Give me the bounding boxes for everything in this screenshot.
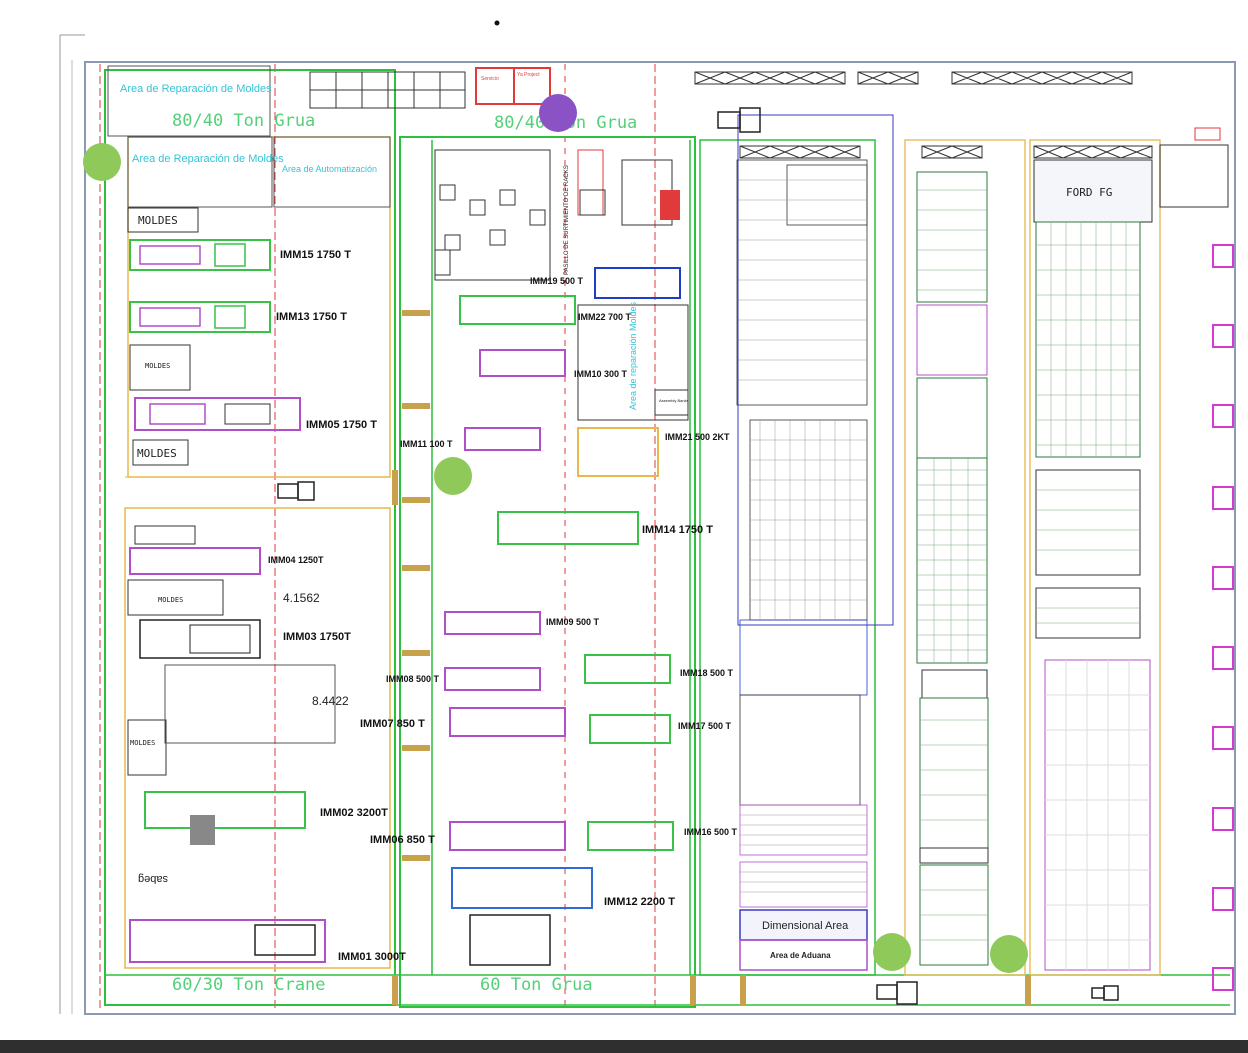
label-imm12: IMM12 2200 T <box>604 896 675 908</box>
label-imm02: IMM02 3200T <box>320 807 388 819</box>
label-imm05: IMM05 1750 T <box>306 419 377 431</box>
machine-imm01 <box>129 919 326 963</box>
label-imm06: IMM06 850 T <box>370 834 435 846</box>
machine-imm11 <box>464 427 541 451</box>
label-imm09: IMM09 500 T <box>546 617 600 627</box>
marker-green-4 <box>990 935 1028 973</box>
crane-label-top-left: 80/40 Ton Grua <box>172 111 315 131</box>
label-imm19: IMM19 500 T <box>530 276 584 286</box>
machine-imm05 <box>134 397 301 431</box>
repair-area-left <box>127 136 273 208</box>
storage-rack-grid-1 <box>737 179 867 893</box>
machine-imm17 <box>589 714 671 744</box>
overlay-blue-frame <box>737 114 894 626</box>
machine-imm02 <box>144 791 306 845</box>
label-imm03: IMM03 1750T <box>283 631 351 643</box>
label-imm16: IMM16 500 T <box>684 827 738 837</box>
marker-green-3 <box>873 933 911 971</box>
moldes-label-5: MOLDES <box>130 739 155 747</box>
office-service-label: Servicio <box>481 76 499 82</box>
forklift-icons <box>277 107 1119 1005</box>
machine-imm21 <box>577 427 659 477</box>
label-imm17: IMM17 500 T <box>678 721 732 731</box>
dimension-label-1: 4.1562 <box>283 591 320 605</box>
label-imm10: IMM10 300 T <box>574 369 628 379</box>
mold-repair-vertical-area <box>577 304 689 421</box>
racks-area-center <box>434 149 551 281</box>
label-imm08: IMM08 500 T <box>386 674 440 684</box>
storage-rack-column-1 <box>736 159 868 908</box>
marker-green-1 <box>83 143 121 181</box>
machine-imm16 <box>587 821 674 851</box>
layout-box <box>164 664 336 744</box>
label-imm04: IMM04 1250T <box>268 555 324 565</box>
pages-label: sabeg <box>138 873 168 885</box>
machine-imm13 <box>129 301 271 333</box>
customs-area <box>739 939 868 971</box>
machine-imm22 <box>459 295 576 325</box>
machine-imm18 <box>584 654 671 684</box>
dimensional-area-label: Dimensional Area <box>762 920 849 932</box>
repair-area-top-label: Area de Reparación de Moldes <box>120 83 272 95</box>
mold-repair-vertical-label: Area de reparación Moldes <box>628 301 638 410</box>
empty-grid-area <box>1045 660 1150 970</box>
moldes-label-4: MOLDES <box>158 596 183 604</box>
automation-area-label: Area de Automatización <box>282 164 377 174</box>
machine-imm14 <box>497 511 639 545</box>
storage-rack-grid-2 <box>917 189 988 941</box>
assembly-label: Assembly Banks <box>659 398 689 403</box>
crane-label-bottom-left: 60/30 Ton Crane <box>172 975 326 995</box>
label-imm07: IMM07 850 T <box>360 718 425 730</box>
label-imm01: IMM01 3000T <box>338 951 406 963</box>
storage-rack-column-3 <box>1035 221 1151 971</box>
left-bay-outline <box>104 69 396 1006</box>
label-imm15: IMM15 1750 T <box>280 249 351 261</box>
label-imm13: IMM13 1750 T <box>276 311 347 323</box>
machine-imm08 <box>444 667 541 691</box>
dimensional-area <box>739 909 868 941</box>
machine-imm09 <box>444 611 541 635</box>
loading-docks <box>1212 244 1234 991</box>
markers <box>83 20 1028 973</box>
repair-area-top <box>107 65 271 137</box>
label-imm18: IMM18 500 T <box>680 668 734 678</box>
office-service <box>475 67 515 105</box>
moldes-label-3: MOLDES <box>137 447 177 460</box>
moldes-label-1: MOLDES <box>138 214 178 227</box>
ford-fg-area <box>1033 159 1153 223</box>
building-outline <box>84 61 1236 1015</box>
crane-label-bottom-center: 60 Ton Grua <box>480 975 593 995</box>
label-imm11: IMM11 100 T <box>400 439 453 449</box>
racks-aisle-label: PASILLO DE SURTIMIENTO DE RACKS <box>564 165 570 275</box>
marker-purple-1 <box>539 94 577 132</box>
customs-area-label: Area de Aduana <box>770 951 831 960</box>
bottom-bar <box>0 1040 1248 1053</box>
machine-imm07 <box>449 707 566 737</box>
label-imm21: IMM21 500 2KT <box>665 432 730 442</box>
marker-green-2 <box>434 457 472 495</box>
storage-rack-column-2 <box>916 171 989 966</box>
office-project <box>513 67 551 105</box>
ford-fg-label: FORD FG <box>1066 186 1112 199</box>
label-imm14: IMM14 1750 T <box>642 524 713 536</box>
moldes-label-2: MOLDES <box>145 362 170 370</box>
machine-imm15 <box>129 239 271 271</box>
machine-imm12 <box>451 867 593 966</box>
machine-imm04 <box>129 525 261 575</box>
machine-imm06 <box>449 821 566 851</box>
repair-area-left-label: Area de Reparación de Moldes <box>132 153 284 165</box>
passage-markers <box>392 310 1031 1005</box>
dot <box>494 20 500 26</box>
top-cabinets <box>309 71 466 109</box>
machine-imm10 <box>479 349 566 377</box>
automation-area <box>273 136 391 208</box>
top-racks <box>694 71 1153 159</box>
machine-imm03 <box>139 619 261 659</box>
office-project-label: Ya Project <box>517 72 540 78</box>
label-imm22: IMM22 700 T <box>578 312 632 322</box>
center-bay-outline <box>399 136 696 1008</box>
dimension-label-2: 8.4422 <box>312 694 349 708</box>
storage-rack-grid-3 <box>1036 222 1140 624</box>
